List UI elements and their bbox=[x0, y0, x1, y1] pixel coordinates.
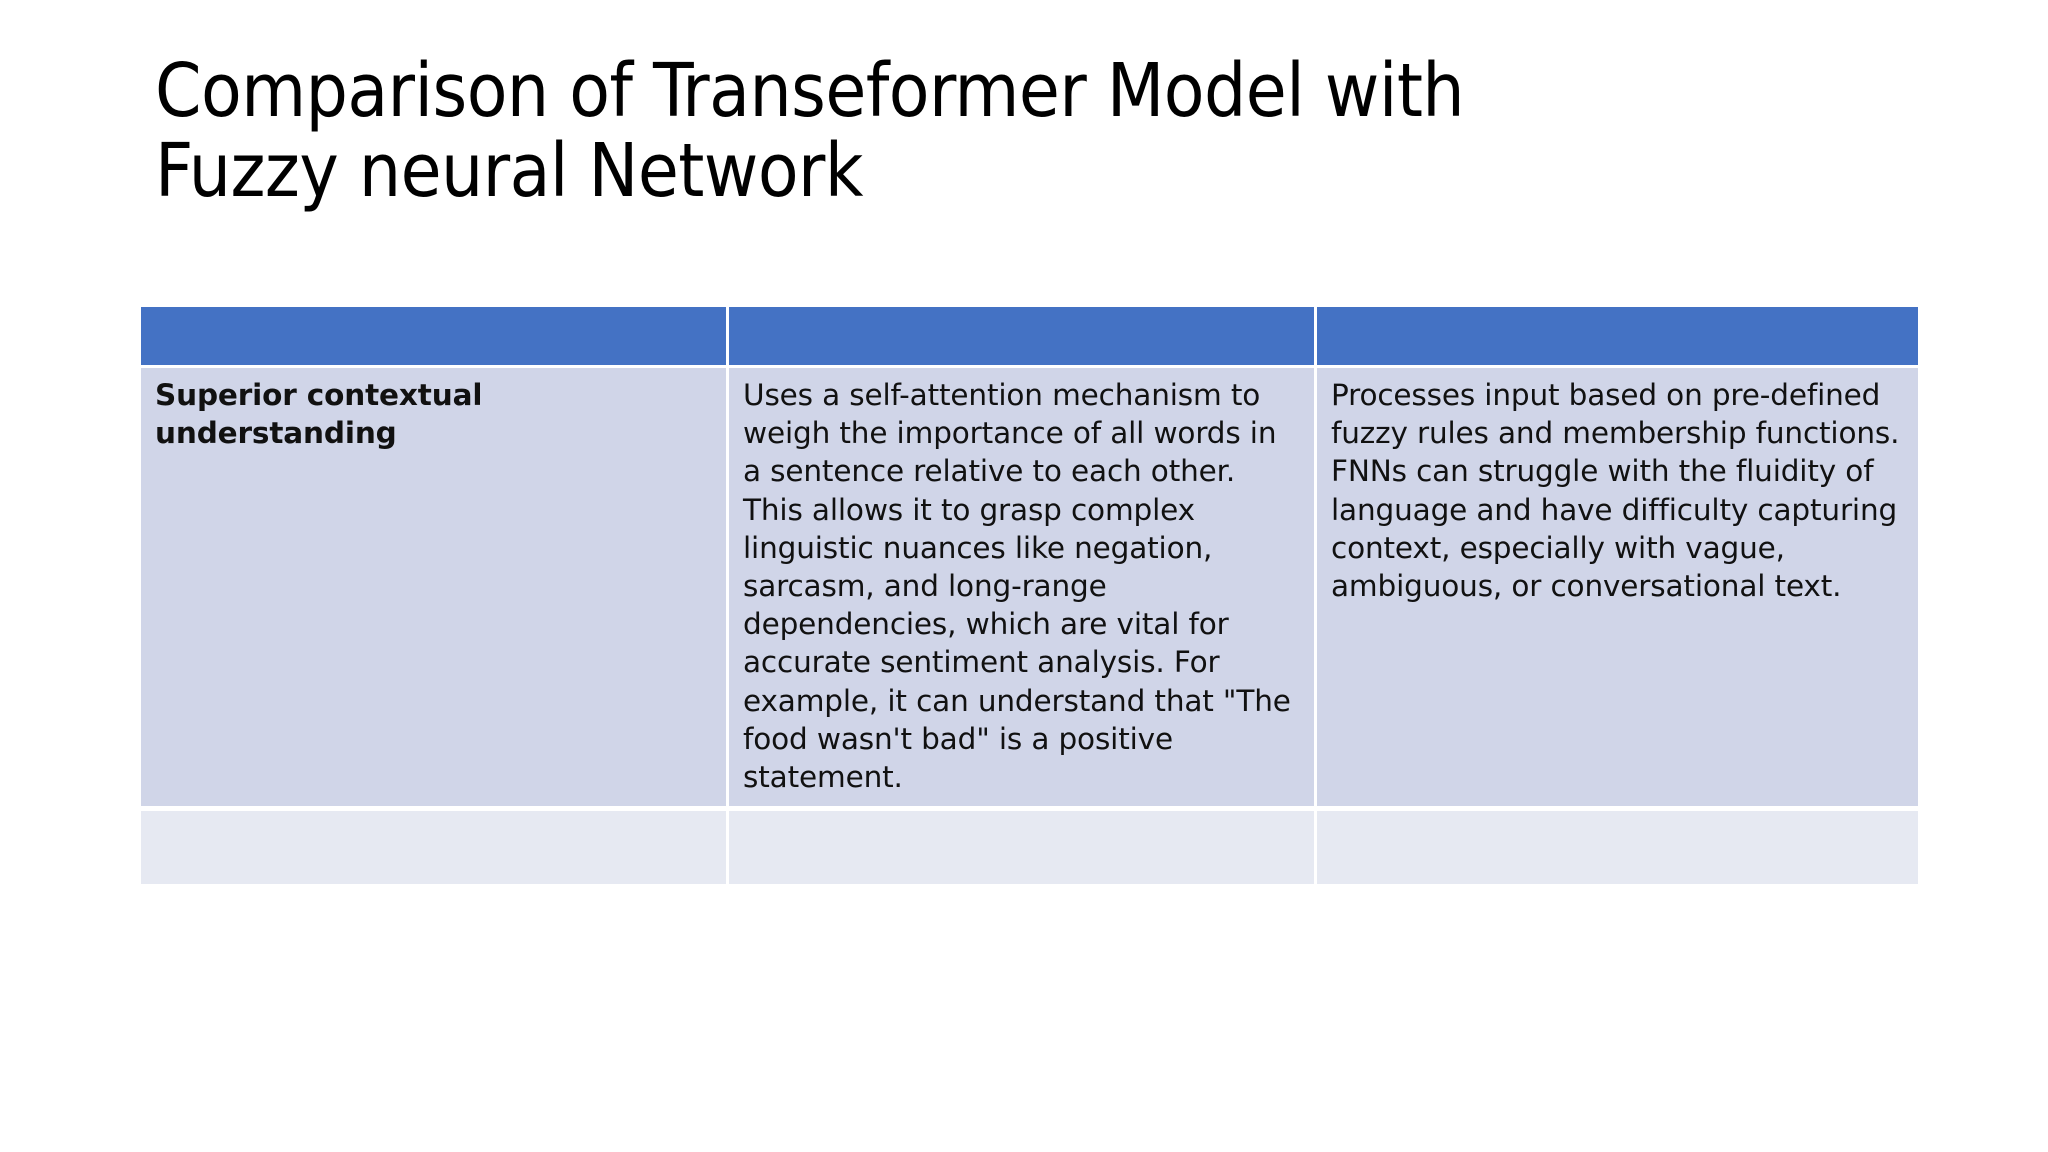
table-cell-aspect-empty bbox=[141, 811, 729, 885]
table-row bbox=[141, 811, 1918, 885]
table-cell-transformer: Uses a self-attention mechanism to weigh… bbox=[729, 368, 1317, 812]
table-header-cell-fnn bbox=[1317, 307, 1918, 368]
table-cell-fnn: Processes input based on pre-defined fuz… bbox=[1317, 368, 1918, 812]
page-title: Comparison of Transeformer Model with Fu… bbox=[155, 48, 1465, 214]
fnn-text: Processes input based on pre-defined fuz… bbox=[1331, 378, 1900, 603]
table-body: Superior contextual understanding Uses a… bbox=[141, 368, 1918, 885]
table-cell-fnn-empty bbox=[1317, 811, 1918, 885]
table-header-row bbox=[141, 307, 1918, 368]
table-header-cell-aspect bbox=[141, 307, 729, 368]
aspect-text: Superior contextual understanding bbox=[155, 378, 483, 451]
table-cell-transformer-empty bbox=[729, 811, 1317, 885]
table-cell-aspect: Superior contextual understanding bbox=[141, 368, 729, 812]
comparison-table: Superior contextual understanding Uses a… bbox=[141, 307, 1918, 885]
comparison-table-container: Superior contextual understanding Uses a… bbox=[141, 307, 1918, 885]
table-header-cell-transformer bbox=[729, 307, 1317, 368]
table-header bbox=[141, 307, 1918, 368]
transformer-text: Uses a self-attention mechanism to weigh… bbox=[743, 378, 1291, 794]
table-row: Superior contextual understanding Uses a… bbox=[141, 368, 1918, 812]
